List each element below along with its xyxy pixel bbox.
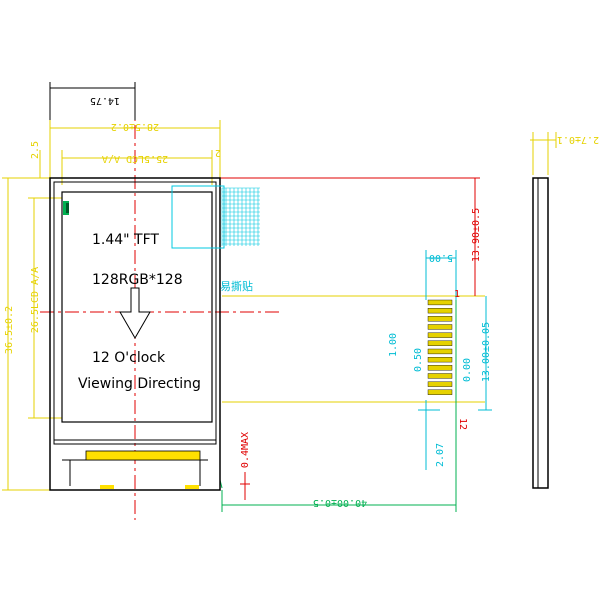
dim-pitch-5: 5.00 [429, 252, 453, 263]
dim-active-height: 26.5LCD A/A [30, 267, 41, 333]
film-label: 易撕贴 [220, 279, 253, 293]
dim-0-50: 0.50 [413, 348, 424, 372]
fpc-tab-left [100, 485, 114, 489]
lcd-text-viewing: Viewing Directing [78, 376, 201, 392]
dim-side-thickness: 2.7±0.1 [557, 134, 599, 145]
protective-film-grid [221, 187, 260, 246]
pin-label-1: 1 [454, 289, 460, 300]
dim-2-07: 2.07 [435, 443, 446, 467]
dim-outline-width: 28.5±0.2 [111, 121, 159, 132]
fpc-pin [427, 324, 453, 330]
fpc-tab-right [185, 485, 199, 489]
green-dimension-lines [219, 280, 457, 512]
viewing-direction-arrow [119, 287, 151, 340]
yellow-dimension-lines [2, 120, 557, 491]
pin-label-12: 12 [457, 418, 468, 430]
fpc-pin [427, 373, 453, 379]
fpc-pin [427, 365, 453, 371]
fpc-pin [427, 381, 453, 387]
dim-1-00: 1.00 [388, 333, 399, 357]
corner-marker-inner [66, 203, 69, 213]
dim-13-90: 13.90±0.5 [471, 208, 482, 262]
top-1475-dimension [49, 82, 136, 120]
cyan-dimension-lines [418, 250, 492, 470]
fpc-pin [427, 332, 453, 338]
dim-top-gap: 2.5 [30, 141, 41, 159]
lcd-text-size: 1.44" TFT [92, 232, 159, 248]
fpc-bond-strip [85, 450, 201, 461]
dim-left-gap: 2 [215, 147, 221, 158]
dim-outline-height: 36.5±0.2 [4, 306, 15, 354]
film-outline [171, 185, 225, 249]
dim-13-00: 13.00±0.05 [481, 322, 492, 382]
dim-active-width: 25.5LCD A/A [102, 153, 168, 164]
fpc-pin [427, 340, 453, 346]
dim-fpc-length: 40.00±0.5 [313, 497, 367, 508]
fpc-pin [427, 308, 453, 314]
fpc-pin [427, 299, 453, 306]
dim-0-00: 0.00 [462, 358, 473, 382]
side-view [532, 177, 549, 489]
fpc-pin [427, 389, 453, 395]
fpc-pin-array [427, 299, 453, 395]
lcd-text-clock: 12 O'clock [92, 350, 166, 366]
dim-14-75: 14.75 [90, 95, 120, 106]
lcd-text-resolution: 128RGB*128 [92, 272, 183, 288]
dim-0-4max: 0.4MAX [240, 432, 251, 468]
fpc-pin [427, 348, 453, 355]
fpc-pin [427, 316, 453, 322]
fpc-pin [427, 357, 453, 363]
